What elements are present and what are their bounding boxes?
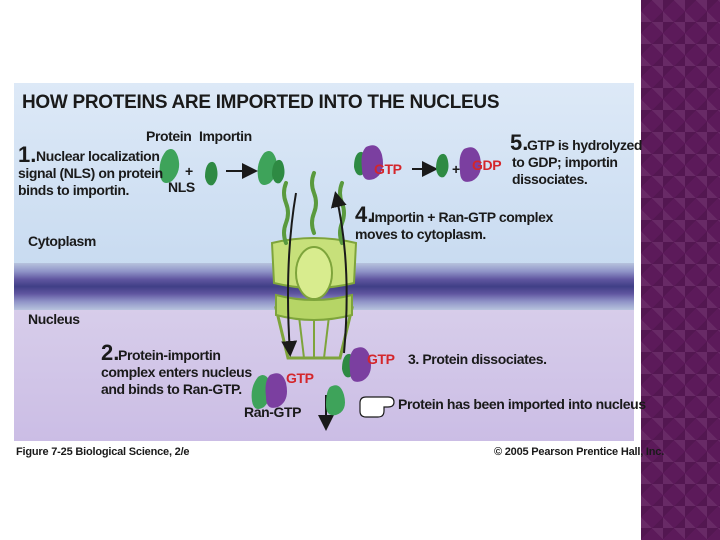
cytoplasm-label: Cytoplasm [28,233,96,249]
importin-icon [436,153,449,178]
protein-importin-complex-icon [257,151,278,185]
step-1-line-1: Nuclear localization [36,148,160,164]
gtp-label-step-3: GTP [367,351,395,367]
step-2-line-1: Protein-importin [118,347,221,363]
step-1-line-3: binds to importin. [18,182,130,198]
figure-title: HOW PROTEINS ARE IMPORTED INTO THE NUCLE… [22,92,500,113]
step-5-line-1: GTP is hydrolyzed [527,137,643,153]
export-arrow-icon [330,191,348,354]
step-4-line-1: Importin + Ran-GTP complex [371,209,553,225]
nucleus-label: Nucleus [28,311,80,327]
figure-panel [14,83,634,441]
nls-label: NLS [168,179,195,195]
step-5-line-3: dissociates. [512,171,588,187]
gdp-label: GDP [472,157,502,173]
step-4-number: 4. [355,202,374,227]
gtp-label-top: GTP [374,161,402,177]
plus-sign-right: + [452,161,460,177]
importin-label: Importin [199,128,252,144]
step-4-line-2: moves to cytoplasm. [355,226,486,242]
copyright-notice: © 2005 Pearson Prentice Hall, Inc. [494,446,665,458]
step-1-number: 1. [18,142,37,167]
step-5-line-2: to GDP; importin [512,154,618,170]
import-arrow-icon [281,192,298,357]
ran-gtp-bound-complex-icon [265,373,287,408]
step-2-line-2: complex enters nucleus [101,364,252,380]
imported-note: Protein has been imported into nucleus [398,396,646,412]
step-2-number: 2. [101,340,120,365]
ran-gtp-complex-icon [361,145,383,180]
protein-icon [159,149,180,183]
plus-sign: + [185,163,193,179]
ran-gdp-icon [459,147,481,182]
released-protein-icon [326,385,345,416]
nuclear-pore-complex [270,171,358,360]
step-1-line-2: signal (NLS) on protein [18,165,163,181]
step-2-line-3: and binds to Ran-GTP. [101,381,242,397]
figure-caption: Figure 7-25 Biological Science, 2/e [16,446,190,458]
step-5-number: 5. [510,130,529,155]
importin-ran-gtp-icon [349,347,371,382]
protein-label: Protein [146,128,192,144]
gtp-label-nucleus: GTP [286,370,314,386]
ran-gtp-label: Ran-GTP [244,404,302,420]
step-3-label: 3. Protein dissociates. [408,351,547,367]
pointing-hand-icon [359,396,395,418]
importin-icon [205,161,218,186]
decorative-sidebar [641,0,720,540]
diagram-artwork [159,145,481,431]
